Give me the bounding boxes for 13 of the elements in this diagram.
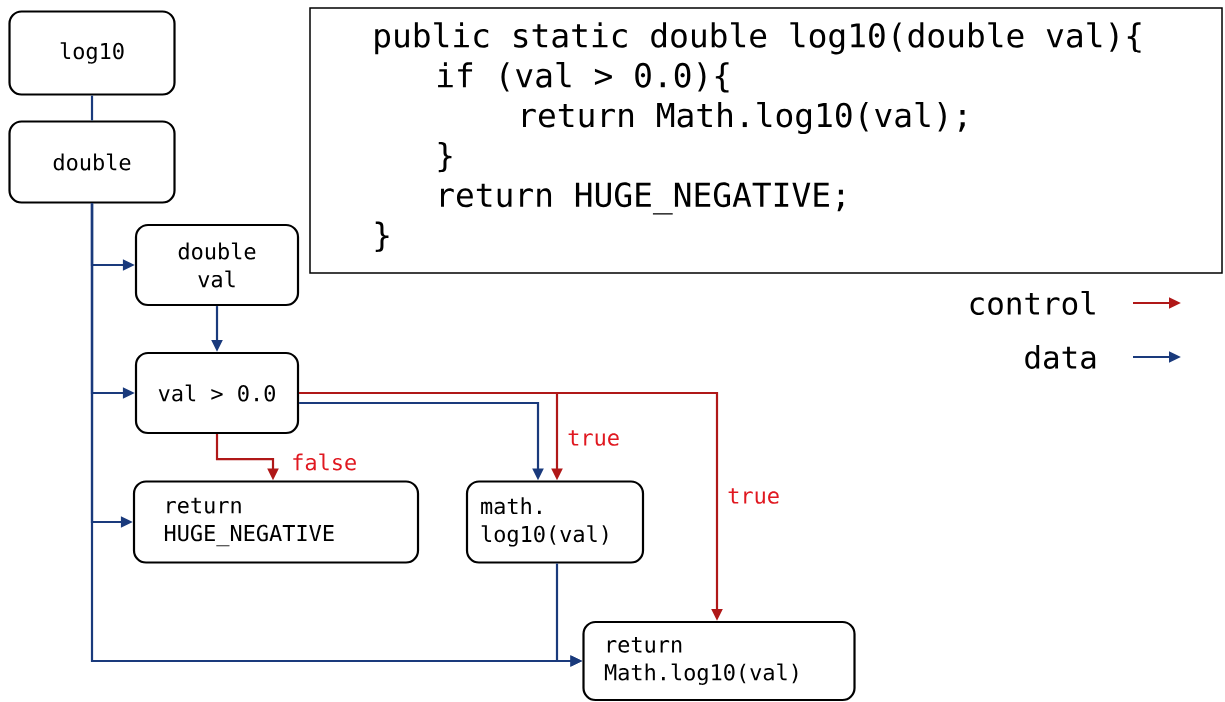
- edge-label: false: [290, 452, 359, 472]
- code-box: public static double log10(double val){ if (val > 0.0){ return Math.log10(val); } return HUGE_NEGATIVE; }: [309, 7, 1223, 274]
- legend-label: control: [970, 290, 1095, 316]
- process-box: log10: [8, 10, 176, 96]
- process-box: return HUGE_NEGATIVE: [132, 480, 420, 564]
- process-box: return Math.log10(val): [582, 620, 856, 702]
- process-box: double val: [134, 223, 300, 307]
- process-box: val > 0.0: [134, 351, 300, 435]
- process-box: double: [8, 120, 176, 204]
- edge-label: true: [726, 487, 781, 505]
- process-box: math. log10(val): [465, 480, 645, 564]
- edge-label: true: [566, 429, 621, 447]
- legend-label: data: [1025, 345, 1096, 369]
